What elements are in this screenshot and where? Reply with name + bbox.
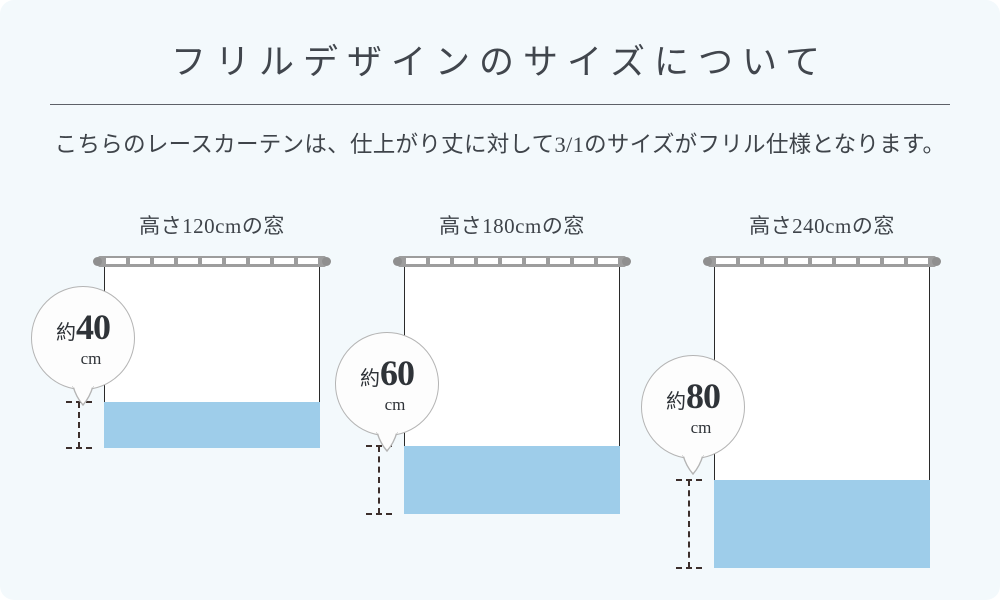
frill-section-3: [714, 480, 930, 568]
bracket-dashed-line: [378, 446, 380, 514]
frill-section-2: [404, 446, 620, 514]
curtain-body-3: [714, 267, 930, 480]
page-subtitle: こちらのレースカーテンは、仕上がり丈に対して3/1のサイズがフリル仕様となります…: [54, 132, 946, 157]
rod-notch: [526, 258, 546, 264]
rod-notch: [812, 258, 832, 264]
frill-section-1: [104, 402, 320, 448]
rod-end-cap-left-icon: [703, 257, 712, 266]
badge-value-row: 約 60: [360, 353, 415, 393]
rod-notch: [884, 258, 904, 264]
rod-notch: [274, 258, 294, 264]
badge-unit-label: cm: [384, 395, 406, 414]
dimension-bracket-2: [366, 443, 392, 517]
curtain-illustration-1: [93, 256, 331, 448]
curtain-body-1: [104, 267, 320, 402]
rod-notch: [202, 258, 222, 264]
curtain-illustration-2: [393, 256, 631, 514]
rod-notch: [860, 258, 880, 264]
rod-notch: [106, 258, 126, 264]
rod-hook-notches: [104, 258, 320, 264]
rod-notch: [716, 258, 736, 264]
rod-end-cap-left-icon: [93, 257, 102, 266]
column-title-1: 高さ120cmの窓: [139, 214, 285, 238]
rod-notch: [226, 258, 246, 264]
bracket-dashed-line: [78, 402, 80, 448]
rod-notch: [250, 258, 270, 264]
size-badge-2: 約 60 cm: [335, 332, 439, 453]
badge-approx-label: 約: [360, 368, 380, 390]
rod-notch: [406, 258, 426, 264]
curtain-rod-1: [93, 256, 331, 267]
rod-notch: [788, 258, 808, 264]
badge-pointer-tail-icon: [376, 430, 398, 453]
rod-hook-notches: [714, 258, 930, 264]
rod-end-cap-right-icon: [322, 257, 331, 266]
page-title: フリルデザインのサイズについて: [171, 43, 829, 82]
curtain-rod-3: [703, 256, 941, 267]
dimension-bracket-3: [676, 477, 702, 571]
badge-approx-label: 約: [56, 322, 76, 344]
rod-notch: [502, 258, 522, 264]
rod-notch: [598, 258, 618, 264]
rod-notch: [574, 258, 594, 264]
rod-notch: [478, 258, 498, 264]
curtain-illustration-3: [703, 256, 941, 568]
curtain-body-2: [404, 267, 620, 446]
rod-notch: [764, 258, 784, 264]
rod-notch: [836, 258, 856, 264]
size-badge-1: 約 40 cm: [31, 286, 135, 407]
badge-value-row: 約 80: [666, 376, 721, 416]
curtain-rod-2: [393, 256, 631, 267]
badge-pointer-tail-icon: [72, 384, 94, 407]
dimension-bracket-1: [66, 399, 92, 451]
badge-value-row: 約 40: [56, 307, 111, 347]
rod-notch: [130, 258, 150, 264]
bracket-dashed-line: [688, 480, 690, 568]
badge-pointer-tail-icon: [682, 453, 704, 476]
bracket-cap-bottom: [366, 513, 392, 515]
rod-notch: [454, 258, 474, 264]
rod-end-cap-right-icon: [622, 257, 631, 266]
bracket-cap-bottom: [676, 567, 702, 569]
column-title-3: 高さ240cmの窓: [749, 214, 895, 238]
rod-end-cap-right-icon: [932, 257, 941, 266]
badge-unit-label: cm: [80, 349, 102, 368]
header-divider: [50, 104, 950, 105]
rod-notch: [178, 258, 198, 264]
rod-end-cap-left-icon: [393, 257, 402, 266]
rod-notch: [550, 258, 570, 264]
badge-approx-label: 約: [666, 391, 686, 413]
rod-notch: [154, 258, 174, 264]
size-badge-3: 約 80 cm: [641, 355, 745, 476]
badge-number: 80: [686, 376, 721, 416]
rod-notch: [430, 258, 450, 264]
column-title-2: 高さ180cmの窓: [439, 214, 585, 238]
rod-notch: [298, 258, 318, 264]
rod-notch: [908, 258, 928, 264]
bracket-cap-bottom: [66, 447, 92, 449]
badge-number: 60: [380, 353, 415, 393]
badge-number: 40: [76, 307, 111, 347]
rod-hook-notches: [404, 258, 620, 264]
badge-unit-label: cm: [690, 418, 712, 437]
rod-notch: [740, 258, 760, 264]
